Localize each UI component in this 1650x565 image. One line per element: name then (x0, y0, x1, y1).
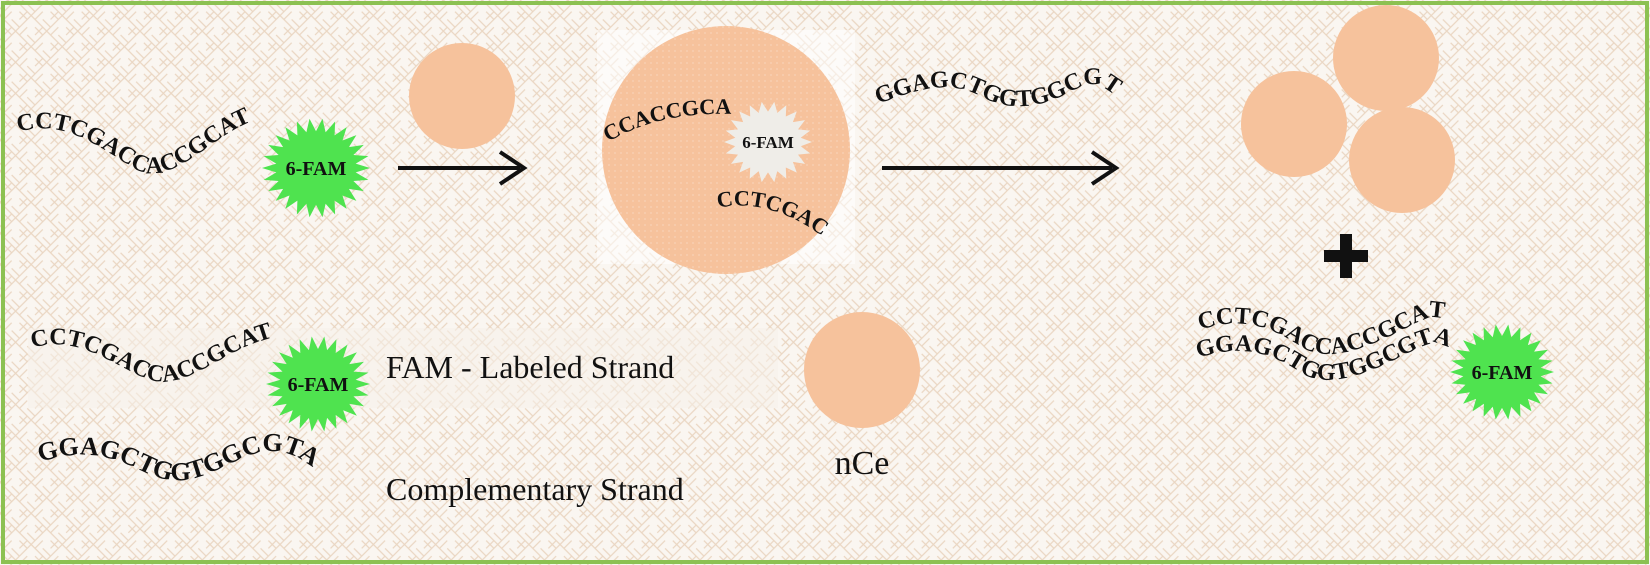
arrow-right-icon (398, 150, 528, 186)
legend-complementary-strand: Complementary Strand (386, 471, 684, 507)
plus-icon (1324, 234, 1368, 278)
nce-particle (409, 43, 515, 149)
fam-star-burst-icon: 6-FAM (262, 118, 370, 218)
nce-particle (1349, 107, 1455, 213)
fam-label: 6-FAM (286, 158, 347, 180)
duplex-fam-label: 6-FAM (1472, 362, 1533, 384)
arrow-right-icon (882, 150, 1120, 186)
quenched-fam-icon: 6-FAM (724, 101, 812, 183)
legend-nce-particle (804, 312, 920, 428)
legend-fam-star-burst-icon: 6-FAM (266, 336, 370, 432)
legend-fam-label: 6-FAM (288, 374, 349, 396)
legend-nce-label: nCe (835, 445, 890, 482)
quenched-fam-label: 6-FAM (742, 133, 794, 152)
nce-particle (1241, 71, 1347, 177)
legend-fam-labeled-strand: FAM - Labeled Strand (386, 349, 674, 385)
fam-star-burst-icon: 6-FAM (1450, 324, 1554, 420)
legend-row-backdrop (28, 328, 778, 408)
nce-particle (1333, 5, 1439, 111)
nce-particle-large (602, 26, 850, 274)
